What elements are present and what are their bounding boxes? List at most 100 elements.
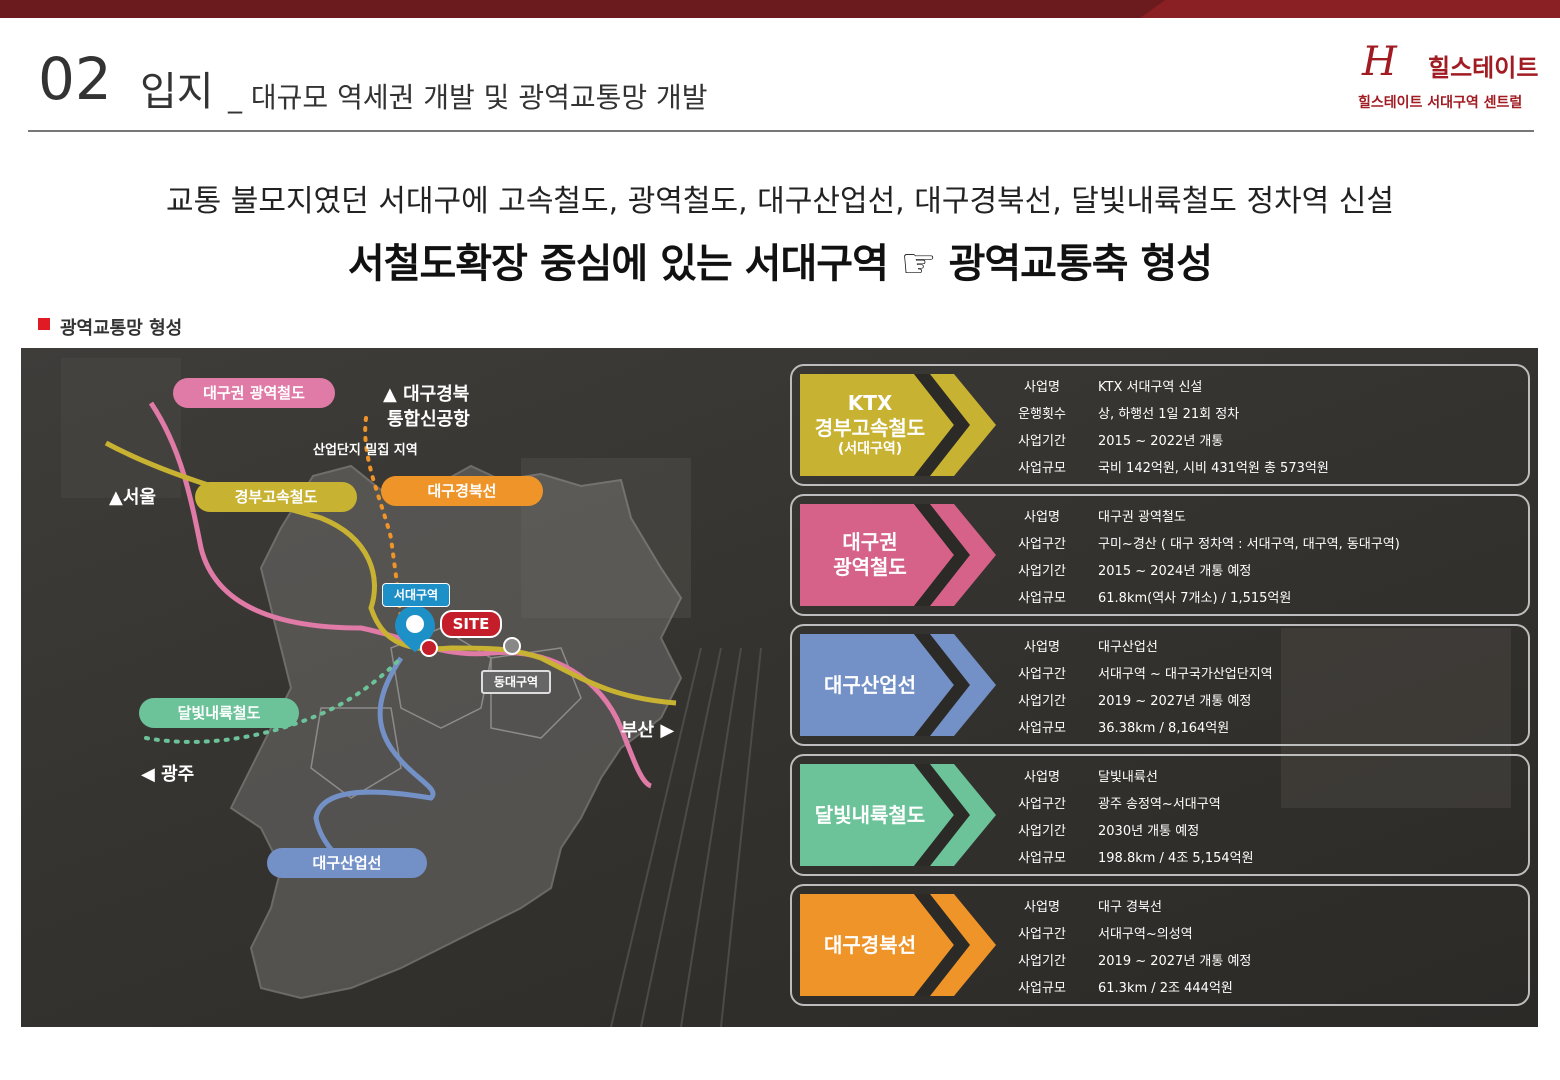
row-key: 사업기간 — [1018, 434, 1066, 449]
bg-building — [1281, 628, 1511, 808]
label-seoul: ▲서울 — [109, 487, 156, 508]
card-chevron — [800, 504, 996, 606]
label-dalbit: 달빛내륙철도 — [139, 698, 299, 728]
row-value: 2030년 개통 예정 — [1098, 824, 1200, 839]
row-value: 국비 142억원, 시비 431억원 총 573억원 — [1098, 461, 1329, 476]
row-key: 사업명 — [1024, 510, 1060, 525]
logo-mark: H — [1362, 39, 1397, 85]
row-key: 사업규모 — [1018, 721, 1066, 736]
page-title: 입지 — [140, 69, 214, 115]
row-key: 사업규모 — [1018, 981, 1066, 996]
seodaegu-badge: 서대구역 — [382, 583, 450, 607]
page-subtitle: _ 대규모 역세권 개발 및 광역교통망 개발 — [228, 81, 708, 114]
card-name-line: 대구산업선 — [824, 672, 916, 697]
card-chevron — [800, 374, 996, 476]
row-key: 사업구간 — [1018, 927, 1066, 942]
card-chevron — [800, 764, 996, 866]
row-value: 달빛내륙선 — [1098, 770, 1158, 785]
card-chevron — [800, 634, 996, 736]
row-key: 사업구간 — [1018, 667, 1066, 682]
row-value: 대구 경북선 — [1098, 900, 1162, 915]
row-value: 서대구역 ~ 대구국가산업단지역 — [1098, 667, 1273, 682]
card-name-line: 달빛내륙철도 — [814, 802, 926, 827]
label-gyeongbu: 경부고속철도 — [195, 482, 357, 512]
sanup-line — [313, 656, 436, 871]
transport-panel: 대구권 광역철도 ▲ 대구경북 통합신공항 산업단지 밀집 지역 ▲서울 경부고… — [21, 348, 1538, 1027]
card-gyeongbukseon: 대구경북선 사업명 대구 경북선 사업구간 서대구역~의성역 사업기간 2019 ~ … — [790, 884, 1530, 1006]
row-key: 사업명 — [1024, 770, 1060, 785]
row-key: 사업명 — [1024, 640, 1060, 655]
seodaegu-pin-dot — [406, 615, 424, 633]
row-value: 구미~경산 ( 대구 정차역 : 서대구역, 대구역, 동대구역) — [1098, 537, 1400, 552]
row-value: 2015 ~ 2024년 개통 예정 — [1098, 564, 1252, 579]
row-key: 사업기간 — [1018, 824, 1066, 839]
card-ktx: KTX 경부고속철도 (서대구역) 사업명 KTX 서대구역 신설 운행횟수 상, … — [790, 364, 1530, 486]
row-key: 사업명 — [1024, 900, 1060, 915]
row-value: 서대구역~의성역 — [1098, 927, 1193, 942]
logo-subtitle: 힐스테이트 서대구역 센트럴 — [1358, 95, 1523, 111]
section-title-text: 광역교통망 형성 — [60, 318, 183, 339]
row-key: 사업규모 — [1018, 851, 1066, 866]
section-title: 광역교통망 형성 — [38, 314, 182, 340]
row-key: 사업기간 — [1018, 954, 1066, 969]
row-value: 2015 ~ 2022년 개통 — [1098, 434, 1224, 449]
city-district-shape — [229, 464, 683, 1000]
section-number: 02 — [38, 45, 112, 113]
row-value: 36.38km / 8,164억원 — [1098, 721, 1230, 736]
row-value: 61.8km(역사 7개소) / 1,515억원 — [1098, 591, 1292, 606]
row-key: 운행횟수 — [1018, 407, 1066, 422]
row-key: 사업구간 — [1018, 537, 1066, 552]
section-bullet — [38, 318, 50, 330]
label-busan: 부산 ▶ — [621, 720, 675, 741]
card-name-line: 경부고속철도 — [814, 416, 926, 441]
header-divider — [28, 130, 1534, 132]
headline-line1: 교통 불모지였던 서대구에 고속철도, 광역철도, 대구산업선, 대구경북선, … — [166, 184, 1394, 219]
card-name-line: 대구권 — [842, 530, 898, 554]
row-key: 사업기간 — [1018, 694, 1066, 709]
card-chevron — [800, 894, 996, 996]
dongdaegu-badge: 동대구역 — [481, 670, 551, 694]
card-name-line: 광역철도 — [833, 555, 907, 579]
row-value: KTX 서대구역 신설 — [1098, 380, 1203, 395]
row-value: 2019 ~ 2027년 개통 예정 — [1098, 694, 1252, 709]
card-dalbit: 달빛내륙철도 사업명 달빛내륙선 사업구간 광주 송정역~서대구역 사업기간 2030… — [790, 754, 1530, 876]
row-key: 사업규모 — [1018, 461, 1066, 476]
row-value: 198.8km / 4조 5,154억원 — [1098, 851, 1254, 866]
logo-brand: 힐스테이트 — [1428, 54, 1539, 82]
top-bar — [0, 0, 1560, 18]
card-name-small: (서대구역) — [837, 441, 903, 458]
row-key: 사업구간 — [1018, 797, 1066, 812]
row-value: 상, 하행선 1일 21회 정차 — [1098, 407, 1240, 422]
row-value: 2019 ~ 2027년 개통 예정 — [1098, 954, 1252, 969]
dongdaegu-marker-icon — [503, 637, 521, 655]
row-key: 사업기간 — [1018, 564, 1066, 579]
row-key: 사업명 — [1024, 380, 1060, 395]
label-airport-1: ▲ 대구경북 — [383, 384, 470, 405]
row-key: 사업규모 — [1018, 591, 1066, 606]
site-marker-icon — [420, 639, 438, 657]
card-ktx-name: KTX 경부고속철도 (서대구역) — [800, 366, 940, 484]
card-name-line: KTX — [847, 391, 893, 416]
row-value: 광주 송정역~서대구역 — [1098, 797, 1221, 812]
card-dalbit-name: 달빛내륙철도 — [800, 756, 940, 874]
label-daegu-gwangyeok: 대구권 광역철도 — [173, 378, 335, 408]
label-industrial-zone: 산업단지 밀집 지역 — [313, 443, 418, 458]
label-airport-2: 통합신공항 — [387, 409, 470, 430]
bg-building — [61, 358, 181, 498]
headline-line2: 서철도확장 중심에 있는 서대구역 ☞ 광역교통축 형성 — [347, 241, 1213, 287]
label-daegu-gyeongbukseon: 대구경북선 — [381, 476, 543, 506]
card-gyeongbukseon-name: 대구경북선 — [800, 886, 940, 1004]
label-daegu-sanupseon: 대구산업선 — [267, 848, 427, 878]
row-value: 61.3km / 2조 444억원 — [1098, 981, 1233, 996]
row-value: 대구권 광역철도 — [1098, 510, 1186, 525]
bg-tracks — [610, 647, 762, 1027]
site-badge: SITE — [440, 610, 502, 638]
dalbit-line — [144, 656, 403, 744]
card-gwangyeok-name: 대구권 광역철도 — [800, 496, 940, 614]
label-gwangju: ◀ 광주 — [141, 764, 195, 785]
card-sanupseon-name: 대구산업선 — [800, 626, 940, 744]
row-value: 대구산업선 — [1098, 640, 1158, 655]
top-bar-accent — [1140, 0, 1560, 18]
